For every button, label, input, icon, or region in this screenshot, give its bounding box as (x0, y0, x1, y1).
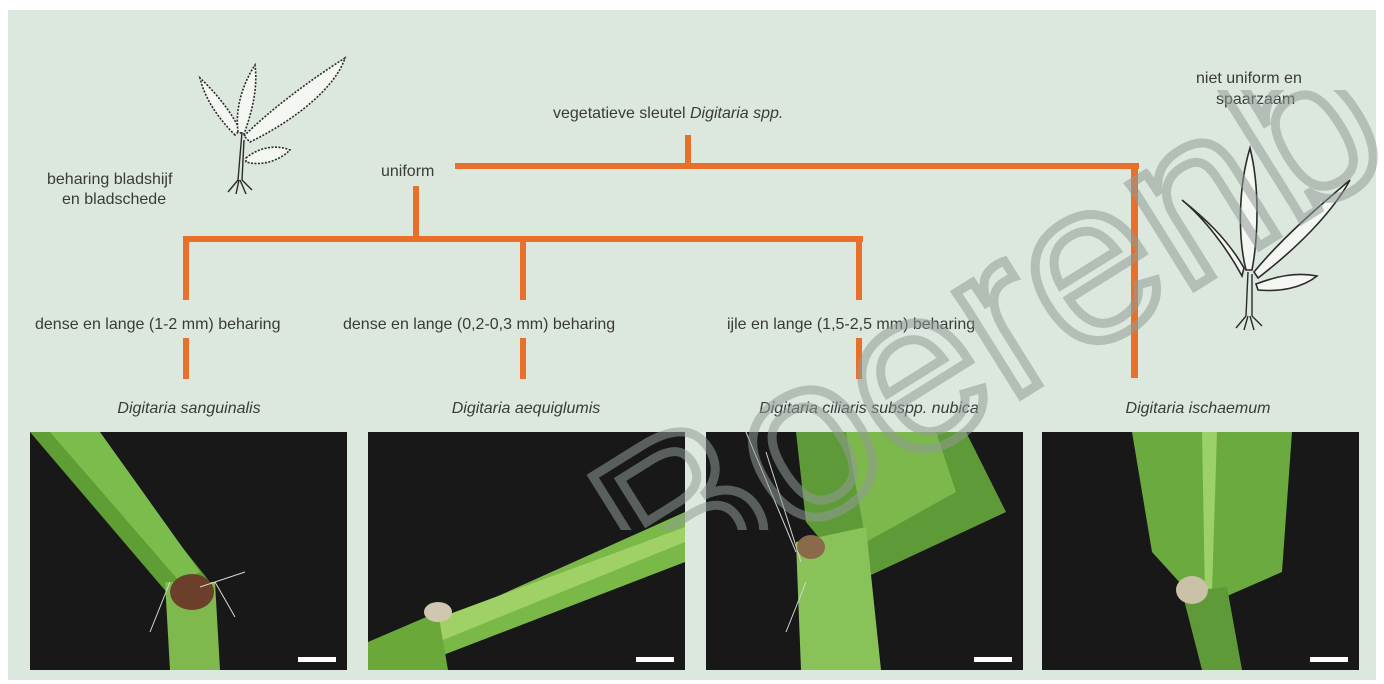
photo-digitaria-ischaemum (1042, 432, 1359, 670)
connector-title-stem (685, 135, 691, 166)
species-label-4: Digitaria ischaemum (1126, 399, 1271, 419)
connector-branch-3-lower (856, 338, 862, 379)
connector-branch-1-lower (183, 338, 189, 379)
photo-digitaria-sanguinalis (30, 432, 347, 670)
connector-branch-2-lower (520, 338, 526, 379)
species-label-3: Digitaria ciliaris subspp. nubica (759, 399, 979, 419)
connector-uniform-stem (413, 186, 419, 242)
branch-label-uniform: uniform (381, 162, 434, 182)
left-note-line-1: beharing bladshijf (47, 170, 172, 190)
left-note-line-2: en bladschede (62, 190, 166, 210)
photo-digitaria-ciliaris (706, 432, 1023, 670)
right-note-line-1: niet uniform en (1196, 69, 1302, 89)
right-note-line-2: spaarzaam (1216, 90, 1295, 110)
species-label-2: Digitaria aequiglumis (452, 399, 601, 419)
criterion-3: ijle en lange (1,5-2,5 mm) beharing (727, 315, 975, 335)
criterion-1: dense en lange (1-2 mm) beharing (35, 315, 280, 335)
connector-right-vertical (1131, 163, 1138, 378)
connector-top-horizontal (455, 163, 1139, 169)
key-title-taxon: Digitaria spp. (690, 105, 783, 122)
hairy-leaf-sketch (160, 40, 360, 200)
connector-branch-3-upper (856, 236, 862, 300)
key-title: vegetatieve sleutel Digitaria spp. (553, 104, 783, 124)
species-label-1: Digitaria sanguinalis (117, 399, 260, 419)
connector-branch-2-upper (520, 236, 526, 300)
sparse-leaf-sketch (1172, 138, 1362, 334)
connector-branch-1-upper (183, 236, 189, 300)
key-title-text: vegetatieve sleutel (553, 105, 690, 122)
photo-digitaria-aequiglumis (368, 432, 685, 670)
criterion-2: dense en lange (0,2-0,3 mm) beharing (343, 315, 615, 335)
